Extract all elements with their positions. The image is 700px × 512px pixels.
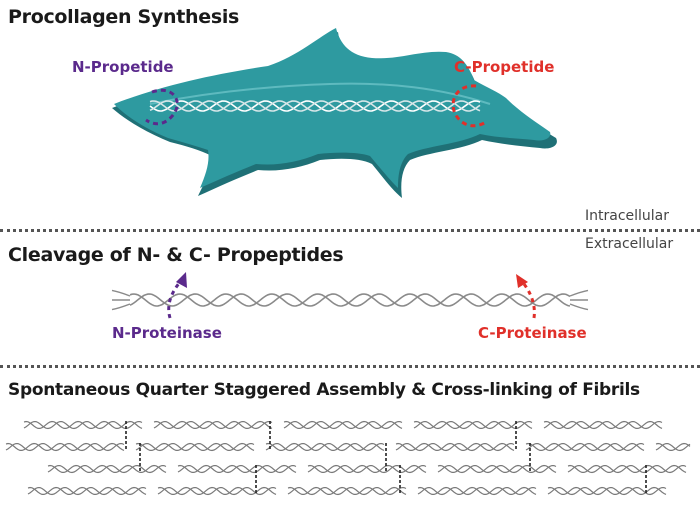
fibril-molecule-strand xyxy=(437,464,557,473)
fibril-molecule-strand xyxy=(413,420,533,430)
frayed-end xyxy=(111,303,131,311)
fibril-assembly xyxy=(5,420,691,496)
fibril-molecule-strand xyxy=(287,486,407,496)
fibril-molecule-strand xyxy=(23,420,143,430)
fibril-molecule-strand xyxy=(525,442,645,452)
fibril-molecule-strand xyxy=(307,464,427,474)
fibril-molecule-strand xyxy=(265,442,385,452)
endoplasmic-reticulum-cell xyxy=(112,28,557,198)
c-propetide-label: C-Propetide xyxy=(454,58,555,76)
assembly-divider xyxy=(0,365,700,368)
fibril-molecule-strand xyxy=(135,442,255,452)
fibril-molecule-strand xyxy=(5,442,125,452)
fibril-molecule-strand xyxy=(153,420,273,429)
fibril-molecule-strand xyxy=(27,486,147,495)
extracellular-label: Extracellular xyxy=(585,236,674,252)
fibril-molecule-strand xyxy=(567,464,687,474)
n-propetide-label: N-Propetide xyxy=(72,58,174,76)
fibril-molecule-strand xyxy=(417,486,537,495)
fibril-molecule-strand xyxy=(395,442,515,452)
tropocollagen-helix-strand xyxy=(129,293,571,307)
procollagen-helix-strand xyxy=(149,100,481,112)
tropocollagen-helix-strand xyxy=(129,293,571,307)
assembly-title: Spontaneous Quarter Staggered Assembly &… xyxy=(8,380,640,400)
fibril-molecule-strand xyxy=(655,443,691,452)
fibril-molecule-strand xyxy=(265,442,385,451)
cell-highlight xyxy=(149,82,491,105)
frayed-end xyxy=(111,289,131,297)
intracellular-label: Intracellular xyxy=(585,208,670,224)
fibril-molecule-strand xyxy=(23,420,143,429)
fibril-molecule-strand xyxy=(655,442,691,451)
procollagen-triple-helix xyxy=(149,100,481,112)
fibril-molecule-strand xyxy=(567,464,687,473)
cell-membrane-divider xyxy=(0,229,700,232)
fibril-molecule-strand xyxy=(283,420,403,429)
fibril-molecule-strand xyxy=(417,486,537,496)
fibril-molecule-strand xyxy=(287,486,407,495)
cross-links xyxy=(125,421,647,495)
procollagen-helix-strand xyxy=(149,100,481,112)
fibril-molecule-strand xyxy=(177,464,297,474)
n-proteinase-label: N-Proteinase xyxy=(112,324,222,342)
c-proteinase-arrow xyxy=(516,274,536,319)
cell-body xyxy=(114,28,551,188)
fibril-molecule-strand xyxy=(543,420,663,430)
procollagen-synthesis-title: Procollagen Synthesis xyxy=(8,6,240,28)
fibril-molecule-strand xyxy=(395,442,515,451)
tropocollagen-helix xyxy=(111,289,589,311)
fibril-molecule-strand xyxy=(5,442,125,451)
c-proteinase-label: C-Proteinase xyxy=(478,324,587,342)
fibril-molecule-strand xyxy=(283,420,403,430)
frayed-end xyxy=(569,289,589,297)
frayed-end xyxy=(569,303,589,311)
fibril-molecule-strand xyxy=(135,442,255,451)
fibril-molecule-strand xyxy=(413,420,533,429)
fibril-molecule-strand xyxy=(47,464,167,474)
fibril-molecule-strand xyxy=(525,442,645,451)
fibril-molecule-strand xyxy=(177,464,297,473)
n-proteinase-arrow xyxy=(167,272,187,319)
fibril-molecule-strand xyxy=(153,420,273,430)
fibril-molecule-strand xyxy=(437,464,557,474)
fibril-molecule-strand xyxy=(47,464,167,473)
cleavage-title: Cleavage of N- & C- Propeptides xyxy=(8,244,344,266)
fibril-molecule-strand xyxy=(307,464,427,473)
fibril-molecule-strand xyxy=(543,420,663,429)
fibril-molecule-strand xyxy=(27,486,147,496)
